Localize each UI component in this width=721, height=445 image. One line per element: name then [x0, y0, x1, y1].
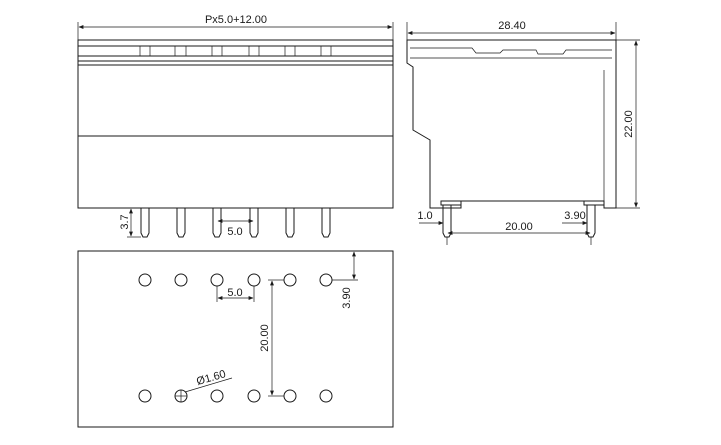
fp-edge-label: 3.90: [341, 287, 353, 308]
side-pin-right: [586, 205, 596, 238]
fp-diameter-leader: [184, 377, 233, 393]
front-pin-3: [212, 208, 222, 238]
footprint-holes: [138, 273, 333, 403]
hole-top-2: [174, 273, 188, 287]
front-pin-2: [176, 208, 186, 238]
hole-top-6: [319, 273, 333, 287]
fp-hole-diameter-label: Ø1.60: [195, 368, 227, 388]
hole-bottom-4: [247, 389, 261, 403]
fp-pitch-label: 5.0: [227, 287, 242, 299]
front-pins: [140, 208, 331, 238]
side-pin-foot-left: [440, 200, 462, 206]
hole-bottom-6: [319, 389, 333, 403]
pcb-footprint: 5.0 3.90 20.00 Ø1.60: [77, 250, 394, 428]
front-clip-notches: [139, 46, 332, 56]
front-pin-1: [140, 208, 150, 238]
hole-bottom-5: [283, 389, 297, 403]
footprint-outline: [77, 250, 394, 428]
pin-offset-left-label: 1.0: [417, 210, 432, 222]
front-body-outline: [77, 39, 394, 209]
hole-top-3: [210, 273, 224, 287]
pin-offset-right-label: 3.90: [564, 210, 585, 222]
front-pin-5: [285, 208, 295, 238]
pin-length-label: 3.7: [119, 214, 131, 229]
front-view: Px5.0+12.00 3.7: [77, 14, 394, 238]
side-top-detail: [410, 47, 612, 55]
front-pitch-label: 5.0: [227, 226, 242, 238]
side-length-label: 28.40: [498, 20, 526, 32]
hole-bottom-1: [138, 389, 152, 403]
hole-top-4: [247, 273, 261, 287]
side-pin-foot-right: [583, 200, 605, 206]
pin-spacing-label: 20.00: [505, 221, 533, 233]
front-pin-6: [321, 208, 331, 238]
front-width-label: Px5.0+12.00: [205, 14, 267, 26]
side-body-outline: [406, 39, 617, 209]
height-label: 22.00: [623, 110, 635, 138]
hole-top-5: [283, 273, 297, 287]
side-view: 28.40 22.00 20.00 1.0 3.90: [406, 20, 640, 245]
fp-row-spacing-label: 20.00: [259, 324, 271, 352]
side-pin-left: [442, 205, 452, 238]
hole-bottom-3: [210, 389, 224, 403]
hole-top-1: [138, 273, 152, 287]
front-pin-4: [249, 208, 259, 238]
